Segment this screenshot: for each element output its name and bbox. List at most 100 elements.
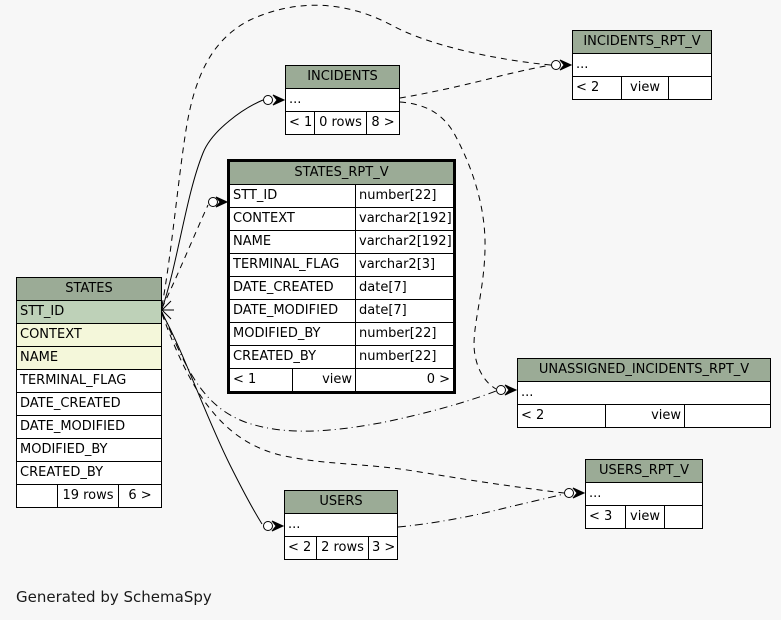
table-states[interactable]: STATES STT_ID CONTEXT NAME TERMINAL_FLAG… [16,277,162,508]
column-row: CONTEXT varchar2[192] [230,208,453,231]
column-row: STT_ID number[22] [230,185,453,208]
column-row: CREATED_BY [17,462,161,485]
parent-count-cell: < 3 [589,509,613,524]
table-incidents-rpt-v[interactable]: INCIDENTS_RPT_V ... < 2 view [572,30,712,100]
relationship-incidents-unassigned-incidents-rpt-v [399,101,497,390]
column-type: date[7] [355,300,453,322]
column-name: NAME [233,234,272,249]
parent-count-cell: < 2 [288,540,312,555]
column-row: DATE_MODIFIED [17,416,161,439]
table-header-incidents-rpt-v[interactable]: INCIDENTS_RPT_V [573,31,711,54]
column-name: CONTEXT [20,327,82,342]
row-count-cell: 0 rows [314,112,366,134]
view-label-cell: view [621,77,668,99]
column-type: varchar2[3] [355,254,453,276]
parent-count-cell: < 2 [576,80,600,95]
table-footer: < 2 2 rows 3 > [285,537,397,559]
terminator-users [263,520,285,532]
parent-count-cell: < 2 [521,408,545,423]
ellipsis-label: ... [589,486,602,501]
parent-count-cell: < 1 [233,372,257,387]
table-header-states[interactable]: STATES [17,278,161,301]
column-type: number[22] [355,185,453,207]
child-count-cell: 8 > [366,112,399,134]
table-users-rpt-v[interactable]: USERS_RPT_V ... < 3 view [585,459,703,529]
terminator-unassigned-incidents-rpt-v [496,384,518,396]
column-type: date[7] [355,277,453,299]
table-states-rpt-v[interactable]: STATES_RPT_V STT_ID number[22] CONTEXT v… [227,159,456,394]
column-name: STT_ID [20,304,65,319]
table-users[interactable]: USERS ... < 2 2 rows 3 > [284,490,398,560]
table-header-states-rpt-v[interactable]: STATES_RPT_V [230,162,453,185]
child-count-cell [664,506,702,528]
column-row-primary-key: STT_ID [17,301,161,324]
child-count-cell: 3 > [368,537,397,559]
ellipsis-row: ... [286,89,399,112]
relationship-incidents-incidents-rpt-v [399,64,552,99]
ellipsis-row: ... [573,54,711,77]
terminator-incidents [263,94,286,106]
table-footer: 19 rows 6 > [17,485,161,507]
column-row: TERMINAL_FLAG varchar2[3] [230,254,453,277]
parent-count-cell: < 1 [289,115,313,130]
column-name: DATE_MODIFIED [20,419,126,434]
table-incidents[interactable]: INCIDENTS ... < 1 0 rows 8 > [285,65,400,135]
column-row: DATE_CREATED [17,393,161,416]
table-header-incidents[interactable]: INCIDENTS [286,66,399,89]
column-name: CREATED_BY [20,465,104,480]
column-row: TERMINAL_FLAG [17,370,161,393]
relationship-terminators [208,59,586,532]
child-count-cell [684,405,770,427]
child-count-cell: 6 > [118,485,161,507]
column-type: varchar2[192] [355,208,453,230]
column-name: DATE_CREATED [20,396,121,411]
column-row-indexed: CONTEXT [17,324,161,347]
column-row: MODIFIED_BY [17,439,161,462]
relationship-states-incidents-rpt-v [161,4,552,307]
view-label-cell: view [292,369,355,391]
column-name: TERMINAL_FLAG [20,373,127,388]
table-header-users-rpt-v[interactable]: USERS_RPT_V [586,460,702,483]
child-count-cell [668,77,711,99]
view-label-cell: view [625,506,664,528]
column-name: MODIFIED_BY [233,326,321,341]
column-row-indexed: NAME [17,347,161,370]
column-name: CONTEXT [233,211,295,226]
row-count-cell: 19 rows [57,485,118,507]
column-name: TERMINAL_FLAG [233,257,340,272]
column-type: number[22] [355,323,453,345]
table-footer: < 2 view [518,405,770,427]
relationship-states-states-rpt-v [161,204,209,309]
terminator-incidents-rpt-v [551,59,573,71]
ellipsis-row: ... [518,382,770,405]
view-label-cell: view [605,405,684,427]
column-row: DATE_MODIFIED date[7] [230,300,453,323]
relationship-states-incidents [161,99,264,310]
relationship-users-users-rpt-v [397,493,565,528]
relationship-states-users [161,312,263,525]
ellipsis-row: ... [285,514,397,537]
table-header-unassigned-incidents-rpt-v[interactable]: UNASSIGNED_INCIDENTS_RPT_V [518,359,770,382]
column-row: NAME varchar2[192] [230,231,453,254]
table-unassigned-incidents-rpt-v[interactable]: UNASSIGNED_INCIDENTS_RPT_V ... < 2 view [517,358,771,428]
column-name: MODIFIED_BY [20,442,108,457]
ellipsis-label: ... [289,92,302,107]
column-name: DATE_MODIFIED [233,303,339,318]
table-footer: < 2 view [573,77,711,99]
row-count-cell: 2 rows [316,537,368,559]
column-name: CREATED_BY [233,349,317,364]
table-footer: < 3 view [586,506,702,528]
terminator-users-rpt-v [564,487,586,499]
column-type: number[22] [355,346,453,368]
column-type: varchar2[192] [355,231,453,253]
table-header-users[interactable]: USERS [285,491,397,514]
column-name: DATE_CREATED [233,280,334,295]
column-row: CREATED_BY number[22] [230,346,453,369]
column-row: DATE_CREATED date[7] [230,277,453,300]
generator-note: Generated by SchemaSpy [16,588,212,606]
parent-count-cell [17,485,57,507]
ellipsis-label: ... [288,517,301,532]
ellipsis-label: ... [576,57,589,72]
